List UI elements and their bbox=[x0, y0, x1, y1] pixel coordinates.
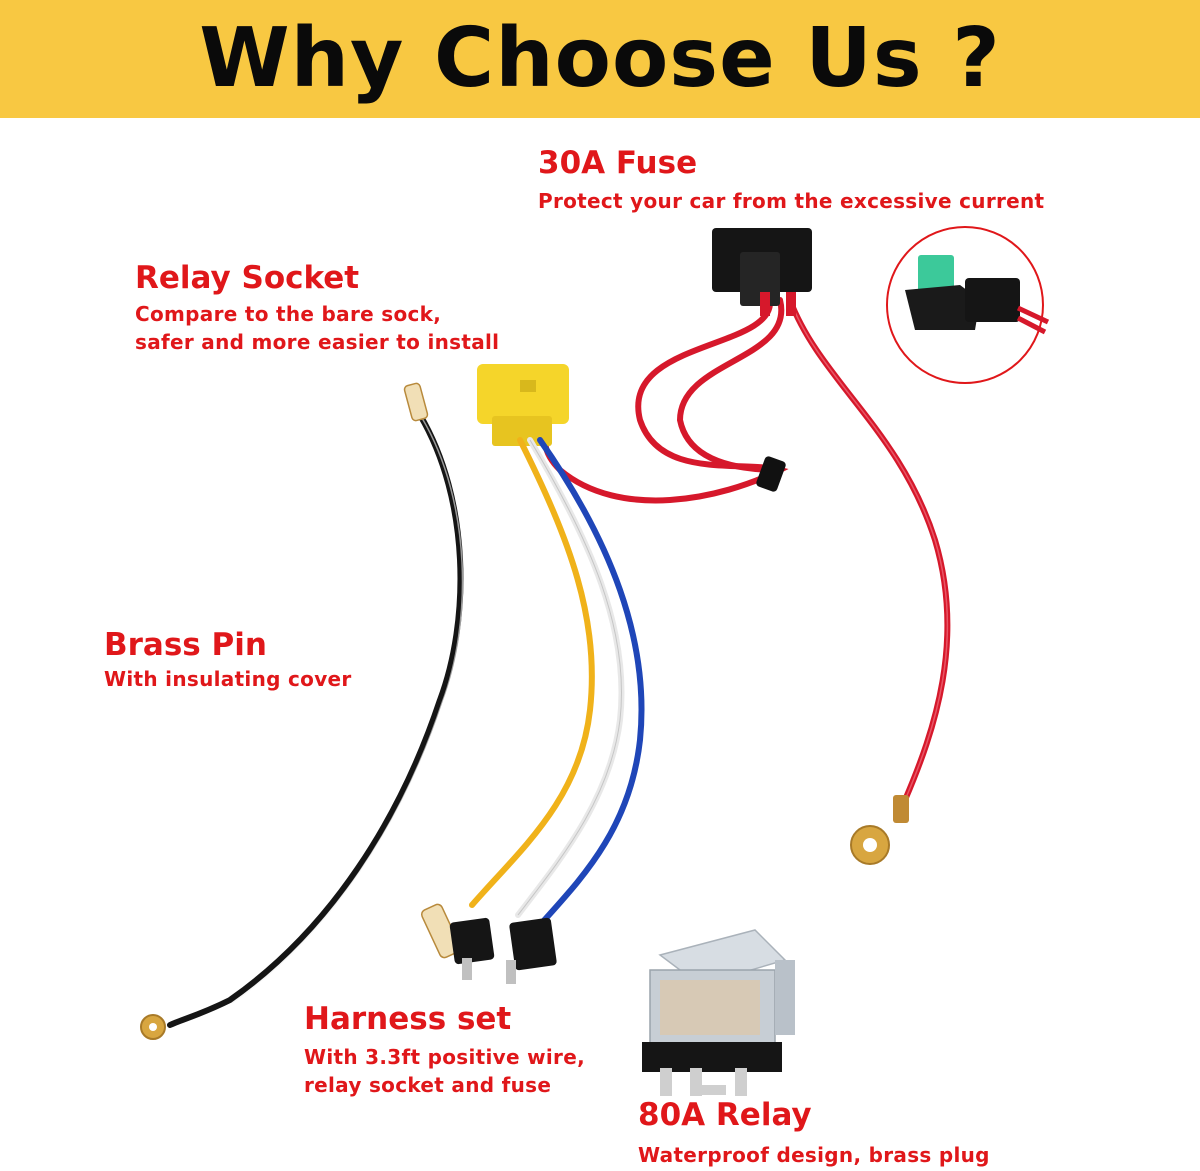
relay-socket-icon bbox=[477, 364, 569, 446]
page-title: Why Choose Us ? bbox=[199, 11, 1001, 106]
callout-brass-pin-desc: With insulating cover bbox=[104, 667, 352, 691]
wire-black bbox=[167, 412, 464, 1028]
fuse-detail-inset bbox=[886, 226, 1050, 384]
callout-relay-socket-title: Relay Socket bbox=[135, 260, 360, 296]
positive-wire-long bbox=[787, 297, 951, 803]
callout-brass-pin: Brass Pin With insulating cover bbox=[104, 627, 352, 693]
callout-fuse-title: 30A Fuse bbox=[538, 145, 698, 181]
callout-fuse-desc: Protect your car from the excessive curr… bbox=[538, 189, 1045, 213]
ring-terminal-left-icon bbox=[140, 1014, 166, 1040]
callout-fuse: 30A Fuse Protect your car from the exces… bbox=[538, 145, 1044, 215]
harness-connectors-icon bbox=[420, 903, 557, 984]
callout-relay-socket: Relay Socket Compare to the bare sock, s… bbox=[135, 260, 499, 356]
callout-relay-desc: Waterproof design, brass plug bbox=[638, 1143, 990, 1167]
relay-80a-icon bbox=[642, 929, 795, 1096]
cable-tie-icon bbox=[756, 456, 786, 492]
callout-harness-desc-2: relay socket and fuse bbox=[304, 1073, 552, 1097]
callout-brass-pin-title: Brass Pin bbox=[104, 627, 267, 663]
title-banner: Why Choose Us ? bbox=[0, 0, 1200, 118]
callout-relay-socket-desc-2: safer and more easier to install bbox=[135, 330, 500, 354]
callout-relay: 80A Relay Waterproof design, brass plug bbox=[638, 1097, 990, 1169]
ring-terminal-right-icon bbox=[850, 795, 909, 865]
brass-pin-top-icon bbox=[403, 382, 429, 422]
callout-harness-desc-1: With 3.3ft positive wire, bbox=[304, 1045, 585, 1069]
fuse-holder-icon bbox=[712, 228, 812, 316]
callout-relay-socket-desc-1: Compare to the bare sock, bbox=[135, 302, 442, 326]
callout-harness: Harness set With 3.3ft positive wire, re… bbox=[304, 1001, 585, 1099]
callout-relay-title: 80A Relay bbox=[638, 1097, 812, 1133]
wire-yellow bbox=[469, 437, 595, 908]
callout-harness-title: Harness set bbox=[304, 1001, 512, 1037]
wire-blue bbox=[537, 437, 645, 928]
